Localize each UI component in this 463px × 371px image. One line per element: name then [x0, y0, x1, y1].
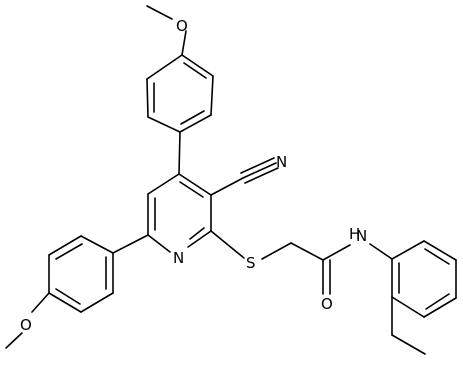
ring-bond — [147, 234, 171, 253]
bond-aryl-pyridine-top — [178, 131, 181, 175]
bond-ring-o-left — [31, 292, 50, 313]
ring-double-inner — [179, 181, 204, 198]
bond-ring-cyano-c — [210, 177, 244, 196]
ethylphenyl-ring — [391, 240, 457, 318]
ring-bond — [146, 78, 149, 118]
atom-o-methoxy-top: O — [176, 17, 188, 35]
ring-bond — [423, 297, 457, 318]
bond-o-methyl-left — [5, 332, 23, 349]
atom-o-methoxy-left: O — [20, 316, 32, 334]
left-anisyl-ring — [48, 235, 114, 313]
ring-bond — [147, 173, 180, 195]
ring-double-inner — [55, 243, 83, 260]
ring-double-inner — [424, 248, 450, 265]
ring-bond — [178, 173, 212, 196]
pyridine-ring — [147, 173, 212, 253]
atom-o-carbonyl: O — [321, 295, 333, 313]
ring-bond — [181, 54, 214, 77]
bond-nh-aryl — [369, 243, 393, 260]
ring-bond — [391, 296, 425, 318]
ring-bond — [179, 114, 212, 133]
triple-bond-cn-1 — [242, 162, 277, 179]
ring-double-inner — [425, 293, 450, 310]
ring-bond — [391, 240, 425, 260]
atom-n-amide: N — [356, 227, 367, 245]
top-anisyl-ring — [146, 54, 214, 133]
triple-bond-cn-3 — [244, 167, 279, 184]
triple-bond-cn-2 — [240, 157, 275, 174]
ring-double-inner — [183, 62, 207, 79]
ring-double-inner — [55, 288, 81, 305]
ring-bond — [210, 75, 214, 116]
ring-bond — [80, 292, 114, 313]
atom-n-cyano: N — [276, 153, 287, 171]
ring-bond — [147, 116, 181, 133]
ring-bond — [48, 235, 82, 256]
ring-double-inner — [180, 110, 205, 125]
bond-ch2-carbonyl — [290, 242, 324, 261]
atom-s-thioether: S — [246, 254, 256, 272]
ring-double-inner — [189, 227, 205, 240]
bond-o-ring-top — [181, 30, 187, 56]
bond-s-ch2 — [261, 242, 292, 260]
bond-ring-s — [210, 230, 245, 259]
atom-h-amide: H — [349, 225, 360, 243]
bond-pyridine-aryl-left — [112, 234, 149, 254]
ring-bond — [187, 230, 212, 248]
bond-ethyl-ch3 — [391, 334, 426, 355]
bond-methyl-o-top — [146, 5, 173, 20]
ring-bond — [423, 240, 457, 261]
ring-bond — [48, 292, 82, 313]
ring-bond — [80, 235, 114, 254]
atom-n-pyridine: N — [173, 249, 184, 267]
bond-carbonyl-nh — [322, 244, 351, 261]
ring-bond — [146, 54, 183, 80]
